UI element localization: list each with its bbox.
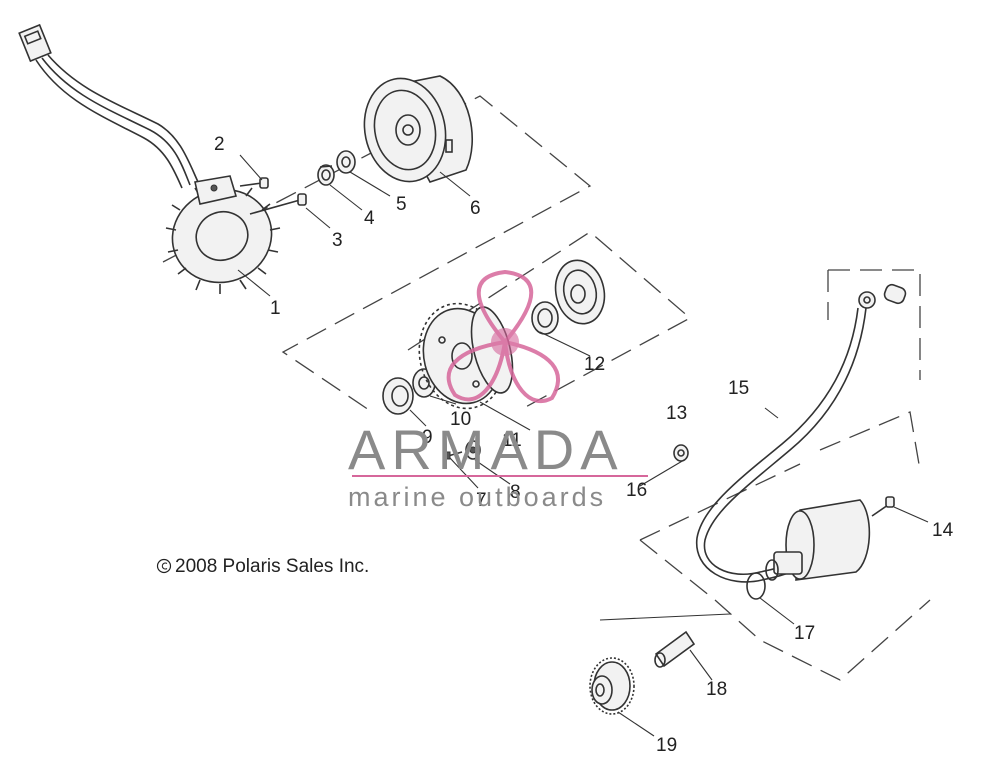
bolt-part-14 xyxy=(871,496,895,517)
propeller-logo-icon xyxy=(446,269,560,404)
copyright-text: 2008 Polaris Sales Inc. xyxy=(175,556,369,577)
assembly-boundaries xyxy=(162,95,931,681)
bearing-part-12 xyxy=(531,301,559,335)
bolt-part-7 xyxy=(443,451,463,460)
starter-motor-part xyxy=(765,499,871,581)
callout-14: 14 xyxy=(932,520,954,541)
callout-17: 17 xyxy=(794,623,815,644)
callout-5: 5 xyxy=(396,194,407,215)
callout-6: 6 xyxy=(470,198,481,219)
clutch-hub-part xyxy=(554,259,606,325)
callout-2: 2 xyxy=(214,134,225,155)
screw-part-2 xyxy=(239,177,269,189)
callout-19: 19 xyxy=(656,735,677,756)
bendix-gear-part xyxy=(589,657,635,715)
callout-9: 9 xyxy=(422,427,433,448)
callout-3: 3 xyxy=(332,230,343,251)
bearing-part-9 xyxy=(382,377,414,415)
callout-8: 8 xyxy=(510,482,521,503)
bushing-part-8 xyxy=(465,440,481,460)
copyright-notice: 2008 Polaris Sales Inc. xyxy=(156,556,369,577)
callout-7: 7 xyxy=(476,490,487,511)
washer-part-5 xyxy=(336,150,356,174)
copyright-symbol-icon xyxy=(156,558,172,574)
callout-1: 1 xyxy=(270,298,281,319)
watermark-brand: ARMADA xyxy=(348,418,624,481)
callout-15: 15 xyxy=(728,378,749,399)
shaft-part-18 xyxy=(654,630,696,668)
watermark-tagline: marine outboards xyxy=(348,482,606,512)
nut-part-4 xyxy=(317,164,335,186)
callout-16: 16 xyxy=(626,480,647,501)
armada-watermark: ARMADA marine outboards xyxy=(348,269,648,512)
leader-lines xyxy=(237,154,929,737)
nut-part-16 xyxy=(673,444,689,462)
o-ring-part-17 xyxy=(746,572,766,600)
callout-18: 18 xyxy=(706,679,727,700)
flywheel-part xyxy=(363,75,473,183)
callout-11: 11 xyxy=(502,430,522,451)
screw-part-3 xyxy=(249,193,307,215)
callout-4: 4 xyxy=(364,208,375,229)
callout-12: 12 xyxy=(584,354,605,375)
callout-10: 10 xyxy=(450,409,471,430)
callout-labels: 1 2 3 4 5 6 7 8 9 10 11 12 13 14 15 16 1… xyxy=(214,134,954,756)
stator-part xyxy=(18,23,281,294)
starter-cable-part xyxy=(696,283,907,583)
callout-13: 13 xyxy=(666,403,687,424)
